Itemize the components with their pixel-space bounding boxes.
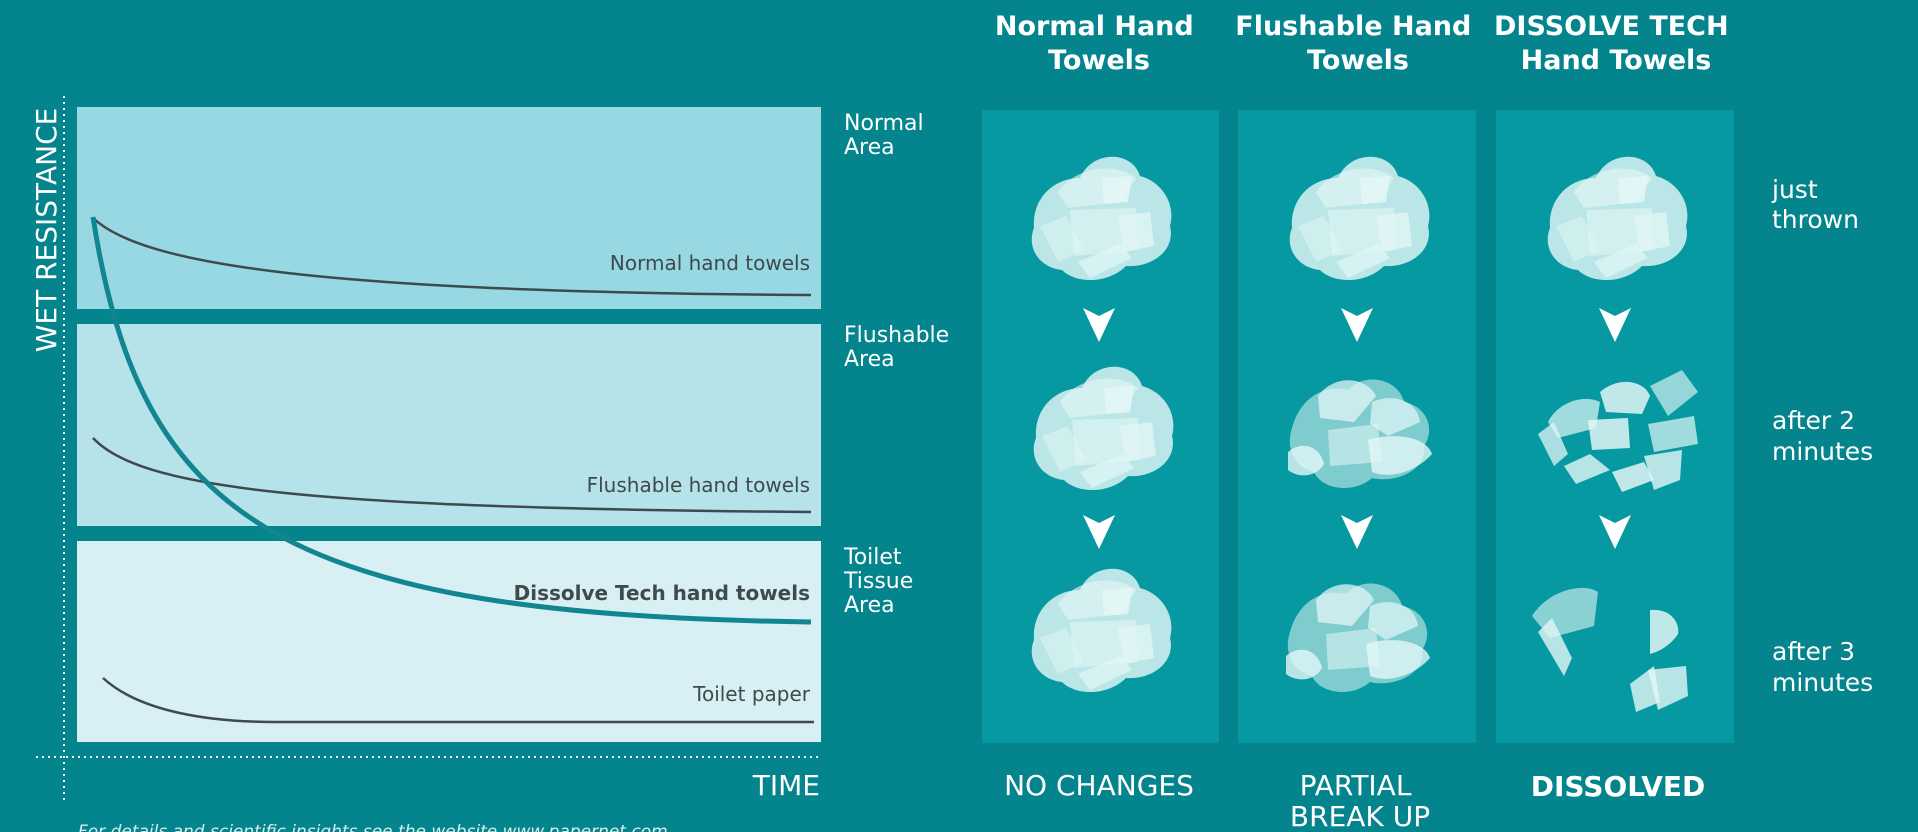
y-axis-label: WET RESISTANCE xyxy=(30,108,63,353)
dissolve-column-title: DISSOLVE TECH Hand Towels xyxy=(1494,11,1738,76)
wet-resistance-chart: WET RESISTANCE TIME Normal hand towels F… xyxy=(30,96,821,802)
flushable-area-band xyxy=(77,324,821,526)
dissolve-tech-hand-towels-curve xyxy=(90,216,812,625)
flushable-hand-towels-label: Flushable hand towels xyxy=(587,473,810,497)
toilet-tissue-area-label: Toilet Tissue Area xyxy=(843,545,920,618)
toilet-paper-label: Toilet paper xyxy=(692,682,811,706)
normal-column-result: NO CHANGES xyxy=(1004,769,1194,802)
x-axis-label: TIME xyxy=(752,769,820,802)
flushable-hand-towels-curve xyxy=(92,437,812,514)
normal-area-band xyxy=(77,107,821,309)
area-labels: Normal Area Flushable Area Toilet Tissue… xyxy=(843,111,956,618)
time-label-after-3-minutes: after 3 minutes xyxy=(1772,637,1873,697)
normal-hand-towels-curve xyxy=(92,217,812,297)
time-label-after-2-minutes: after 2 minutes xyxy=(1772,406,1873,466)
time-label-just-thrown: just thrown xyxy=(1771,175,1859,234)
normal-column-title: Normal Hand Towels xyxy=(995,11,1203,76)
normal-area-label: Normal Area xyxy=(844,111,931,160)
toilet-paper-curve xyxy=(102,677,814,724)
normal-hand-towels-label: Normal hand towels xyxy=(610,251,810,275)
dissolve-column-result: DISSOLVED xyxy=(1531,770,1706,803)
flushable-column-title: Flushable Hand Towels xyxy=(1235,11,1481,76)
time-labels: just thrown after 2 minutes after 3 minu… xyxy=(1771,175,1873,697)
toilet-area-band xyxy=(77,541,821,742)
dissolve-tech-hand-towels-label: Dissolve Tech hand towels xyxy=(514,581,810,605)
flushable-column-result: PARTIAL BREAK UP xyxy=(1290,769,1430,832)
footnote: For details and scientific insights see … xyxy=(78,822,668,832)
comparison-columns: Normal Hand Towels Flushable Hand Towels… xyxy=(982,11,1738,832)
flushable-area-label: Flushable Area xyxy=(844,323,956,372)
